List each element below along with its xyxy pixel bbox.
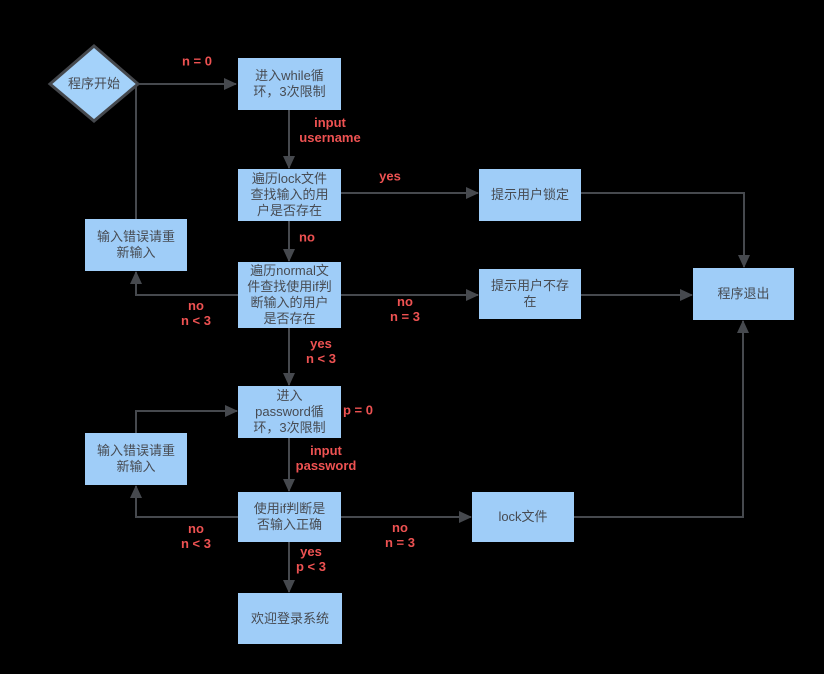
edge-error2-to-pwloop: [135, 405, 238, 433]
label-yes-n-less-3: yes n < 3: [306, 336, 336, 366]
edge-normal-to-error1: [130, 271, 238, 296]
label-n-equals-0: n = 0: [182, 53, 212, 69]
node-normal-file-check: 遍历normal文 件查找使用if判 断输入的用户 是否存在: [238, 262, 341, 328]
label-no-n-equals-3-b: no n = 3: [385, 520, 415, 550]
node-user-not-exist: 提示用户不存 在: [479, 269, 581, 319]
label-yes-locked: yes: [379, 168, 401, 184]
node-user-locked: 提示用户锁定: [479, 169, 581, 221]
label-input-username: input username: [299, 115, 361, 145]
edges-group: [130, 78, 750, 593]
node-while-loop: 进入while循 环，3次限制: [238, 58, 341, 110]
label-no-n-less-3-b: no n < 3: [181, 521, 211, 551]
node-program-start: 程序开始: [67, 76, 120, 91]
label-yes-p-less-3: yes p < 3: [296, 544, 326, 574]
node-program-exit: 程序退出: [693, 268, 794, 320]
label-no-n-less-3-a: no n < 3: [181, 298, 211, 328]
node-password-loop: 进入 password循 环，3次限制: [238, 386, 341, 438]
node-input-error-2: 输入错误请重 新输入: [85, 433, 187, 485]
start-diamond-shape: [47, 44, 141, 123]
label-input-password: input password: [295, 443, 357, 473]
edge-ifcheck-to-error2: [130, 485, 238, 518]
node-input-error-1: 输入错误请重 新输入: [85, 219, 187, 271]
edge-locked-to-exit: [581, 192, 750, 268]
edge-lockfile-to-exit: [574, 320, 749, 518]
label-no-not-locked: no: [299, 229, 315, 245]
node-welcome-login: 欢迎登录系统: [238, 593, 342, 644]
label-p-equals-0: p = 0: [343, 402, 373, 418]
node-lock-file: lock文件: [472, 492, 574, 542]
node-if-password-check: 使用if判断是 否输入正确: [238, 492, 341, 542]
label-no-n-equals-3-a: no n = 3: [390, 294, 420, 324]
node-lock-file-check: 遍历lock文件 查找输入的用 户是否存在: [238, 169, 341, 221]
